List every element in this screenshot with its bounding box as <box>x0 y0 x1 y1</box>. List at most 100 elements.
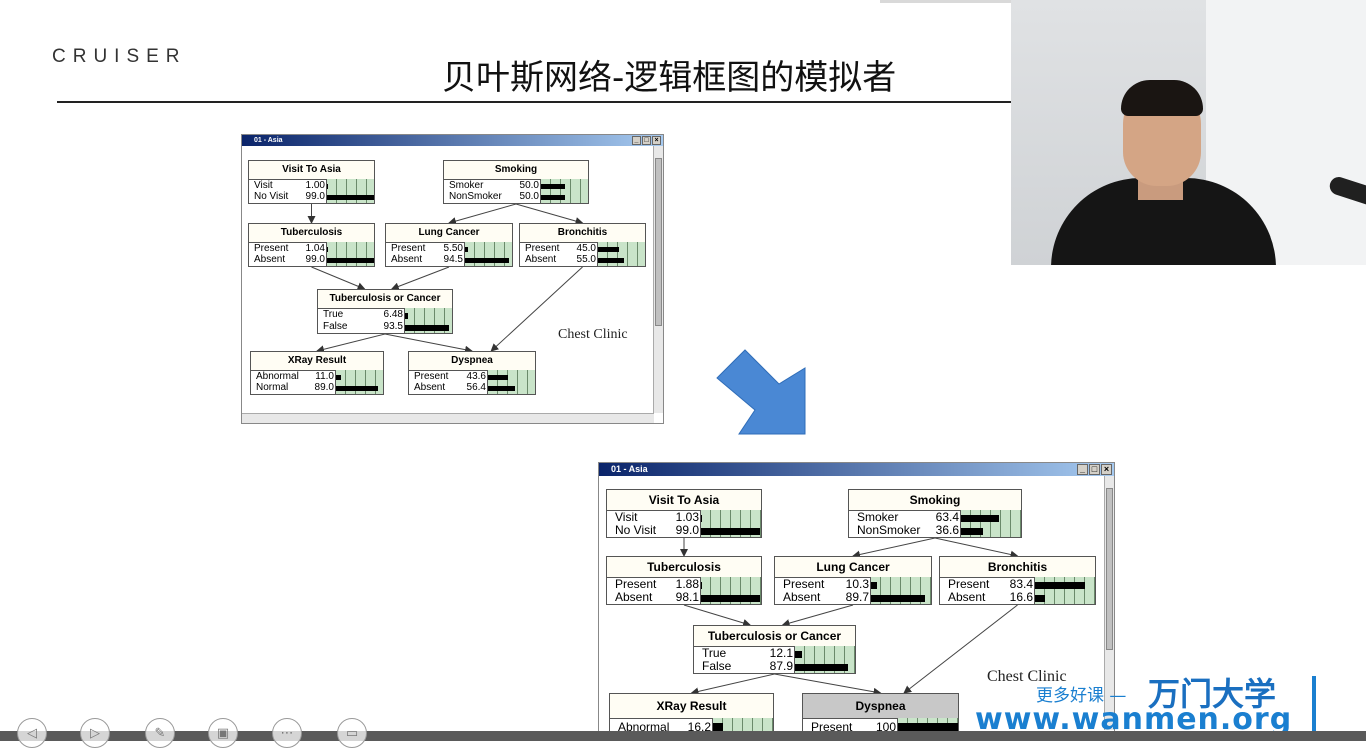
probability-grid <box>326 242 374 266</box>
state-value: 1.04 <box>306 243 325 254</box>
state-label: Absent <box>414 382 445 393</box>
pen-tool-button[interactable]: ✎ <box>145 718 175 748</box>
probability-bar <box>598 247 619 252</box>
probability-bar <box>701 595 760 602</box>
state-value: 87.9 <box>770 660 793 673</box>
edge-lung-toc <box>783 605 853 625</box>
state-label: Absent <box>254 254 285 265</box>
probability-grid <box>404 308 452 333</box>
probability-grid <box>794 646 855 673</box>
state-label: No Visit <box>254 191 288 202</box>
state-value: 93.5 <box>384 321 403 333</box>
node-title: Tuberculosis <box>607 557 761 578</box>
probability-bar <box>871 595 925 602</box>
probability-bar <box>327 258 374 263</box>
presenter-hair <box>1121 80 1203 116</box>
state-label: Absent <box>615 591 652 604</box>
node-title: Visit To Asia <box>249 161 374 180</box>
probability-bar <box>1035 595 1045 602</box>
probability-bar <box>541 195 565 200</box>
edge-toc-dysp <box>775 674 881 693</box>
probability-bar <box>488 386 515 391</box>
probability-bar <box>701 582 702 589</box>
player-bottom-bar <box>0 731 1366 741</box>
state-value: 99.0 <box>306 191 325 202</box>
node-title: Tuberculosis or Cancer <box>318 290 452 309</box>
state-label: False <box>323 321 347 333</box>
node-title: Visit To Asia <box>607 490 761 511</box>
state-value: 94.5 <box>444 254 463 265</box>
probability-bar <box>795 651 802 658</box>
screen-button[interactable]: ▭ <box>337 718 367 748</box>
probability-grid <box>540 179 588 203</box>
node-title: Lung Cancer <box>386 224 512 243</box>
node-title: XRay Result <box>610 694 773 719</box>
state-value: 1.00 <box>306 180 325 191</box>
probability-bar <box>961 515 999 522</box>
node-title: Smoking <box>849 490 1021 511</box>
slide-title: 贝叶斯网络-逻辑框图的模拟者 <box>442 50 896 99</box>
probability-bar <box>795 664 848 671</box>
image-button[interactable]: ▣ <box>208 718 238 748</box>
state-label: Normal <box>256 382 288 393</box>
triangle-right-icon: ▷ <box>90 725 100 740</box>
edge-smoking-bron <box>516 204 583 223</box>
node-title: Tuberculosis <box>249 224 374 243</box>
node-title: Dyspnea <box>409 352 535 371</box>
probability-grid <box>487 370 535 394</box>
state-label: Present <box>254 243 288 254</box>
probability-grid <box>700 577 761 604</box>
state-label: True <box>323 309 343 321</box>
probability-bar <box>405 313 408 319</box>
state-value: 98.1 <box>676 591 699 604</box>
probability-bar <box>541 184 565 189</box>
state-value: 55.0 <box>577 254 596 265</box>
probability-grid <box>1034 577 1095 604</box>
edge-toc-xray <box>692 674 775 693</box>
node-title: Bronchitis <box>520 224 645 243</box>
probability-grid <box>335 370 383 394</box>
state-label: NonSmoker <box>857 524 920 537</box>
node-title: Dyspnea <box>803 694 958 719</box>
watermark-divider <box>1312 676 1316 731</box>
more-button[interactable]: ⋯ <box>272 718 302 748</box>
state-label: Absent <box>948 591 985 604</box>
probability-grid <box>464 242 512 266</box>
probability-grid <box>960 510 1021 537</box>
title-divider <box>57 101 1017 103</box>
prev-slide-button[interactable]: ◁ <box>17 718 47 748</box>
edge-smoking-lung <box>853 538 935 556</box>
probability-bar <box>961 528 983 535</box>
edge-smoking-lung <box>449 204 516 223</box>
edge-tub-toc <box>312 267 365 289</box>
state-value: 6.48 <box>384 309 403 321</box>
state-value: 36.6 <box>936 524 959 537</box>
node-title: Smoking <box>444 161 588 180</box>
probability-grid <box>326 179 374 203</box>
next-slide-button[interactable]: ▷ <box>80 718 110 748</box>
state-label: Abnormal <box>256 371 299 382</box>
node-title: Lung Cancer <box>775 557 931 578</box>
probability-bar <box>336 375 341 380</box>
state-label: Absent <box>525 254 556 265</box>
state-label: Absent <box>783 591 820 604</box>
ellipsis-icon: ⋯ <box>281 725 294 740</box>
presenter-webcam <box>1011 0 1366 265</box>
edge-toc-xray <box>317 334 385 351</box>
probability-grid <box>700 510 761 537</box>
state-value: 50.0 <box>520 180 539 191</box>
